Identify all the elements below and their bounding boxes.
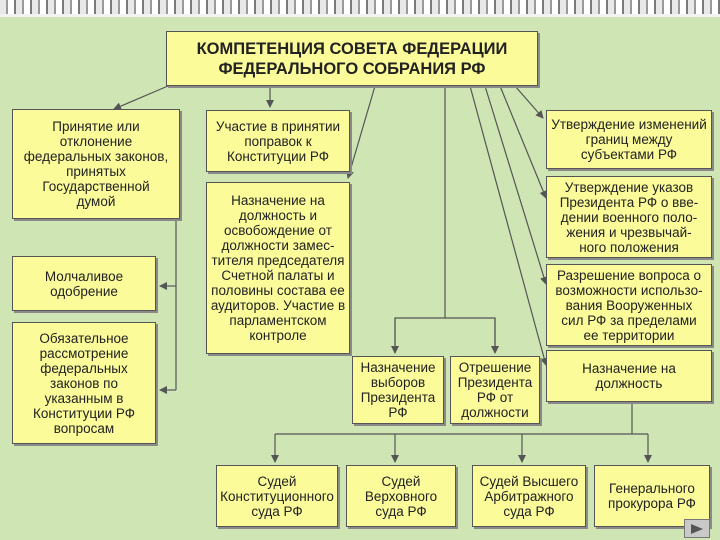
box-armed-forces-use: Разрешение вопроса о возможности использ… bbox=[546, 264, 712, 346]
box-constitution-amendments: Участие в принятии поправок к Конституци… bbox=[206, 110, 350, 172]
arrow-to-appointment bbox=[469, 85, 549, 366]
box-prosecutor-general: Генерального прокурора РФ bbox=[594, 465, 710, 527]
box-constitutional-court-judges: Судей Конституционного суда РФ bbox=[216, 465, 338, 527]
arrow-to-troops bbox=[484, 85, 548, 285]
box-mandatory-review: Обязательное рассмотрение федеральных за… bbox=[12, 322, 156, 444]
top-decor-bar bbox=[0, 0, 720, 14]
diagram-title: КОМПЕТЕНЦИЯ СОВЕТА ФЕДЕРАЦИИ ФЕДЕРАЛЬНОГ… bbox=[166, 31, 538, 86]
arrow-to-borders bbox=[514, 85, 544, 119]
top-decor-strip bbox=[0, 14, 720, 17]
next-slide-icon[interactable] bbox=[684, 519, 710, 538]
box-silent-approval: Молчаливое одобрение bbox=[12, 256, 156, 311]
box-president-elections: Назначение выборов Президента РФ bbox=[352, 356, 444, 424]
arrow-to-acceptance bbox=[113, 85, 169, 110]
box-supreme-court-judges: Судей Верховного суда РФ bbox=[346, 465, 456, 527]
box-acceptance-laws: Принятие или отклонение федеральных зако… bbox=[12, 109, 180, 219]
arrow-right-icon bbox=[691, 523, 703, 534]
box-arbitration-court-judges: Судей Высшего Арбитражного суда РФ bbox=[472, 465, 586, 527]
arrow-to-appointment-audit bbox=[346, 85, 376, 179]
branch-elections-impeachment bbox=[394, 317, 496, 345]
box-appointment-audit-chamber: Назначение на должность и освобождение о… bbox=[206, 182, 350, 354]
box-president-impeachment: Отрешение Президента РФ от должности bbox=[450, 356, 540, 424]
arrow-to-martial bbox=[499, 85, 548, 199]
box-appointment-to-office: Назначение на должность bbox=[546, 350, 712, 402]
box-martial-law-decrees: Утверждение указов Президента РФ о вве- … bbox=[546, 176, 712, 258]
box-border-changes: Утверждение изменений границ между субъе… bbox=[546, 110, 712, 169]
